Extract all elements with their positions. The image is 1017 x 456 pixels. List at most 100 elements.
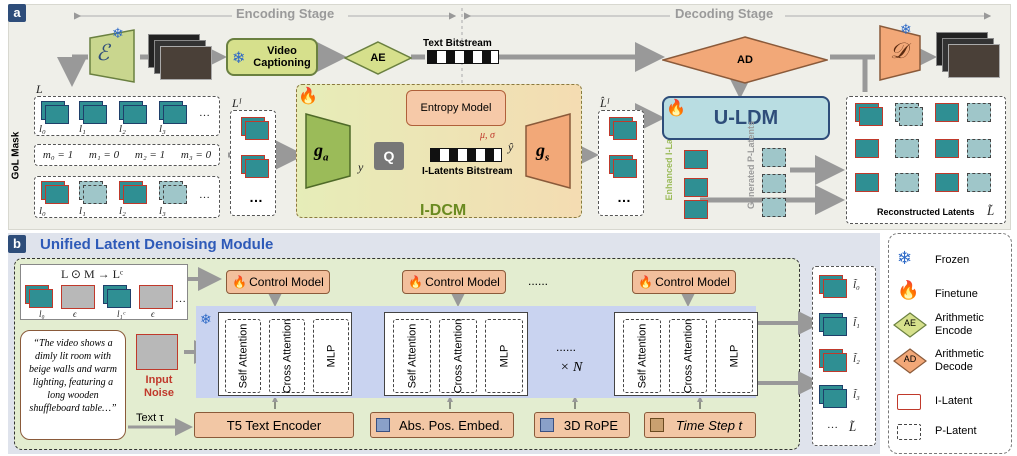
i-latent-tile (684, 150, 708, 169)
dots: ...... (556, 340, 577, 354)
gs-block (525, 113, 571, 189)
transformer-block-1: Self Attention Cross Attention MLP (218, 312, 352, 396)
mask-value-0: m₀ = 1 (42, 149, 74, 161)
i-latents-column: … (230, 110, 276, 216)
cross-attention: Cross Attention (269, 319, 305, 393)
entropy-model-box: Entropy Model (406, 90, 506, 126)
i-latent-tile (823, 279, 847, 298)
L-hat-label: L̂ᴵ (600, 96, 610, 110)
flame-icon: 🔥 (897, 280, 920, 300)
video-captioning-box: Video Captioning (226, 38, 318, 76)
flame-icon: 🔥 (666, 100, 686, 117)
decoder-block (879, 25, 921, 81)
i-latent-tile (684, 178, 708, 197)
idcm-label: I-DCM (420, 202, 467, 219)
ad-diamond-icon (893, 348, 927, 374)
latent-tile (45, 105, 69, 124)
ad-diamond (662, 36, 828, 84)
L-label: L (36, 82, 43, 96)
snowflake-icon: ❄ (232, 50, 246, 67)
dots: … (199, 189, 210, 201)
output-label-3: l̃₃ (853, 389, 860, 401)
latents-L-box: l₀ l₁ l₂ l₃ … (34, 96, 220, 136)
epsilon-label: ϵ (73, 309, 77, 319)
mlp: MLP (313, 319, 349, 393)
noise-tile (61, 285, 95, 309)
reconstructed-latents-box: Reconstructed Latents L̃ (846, 96, 1006, 224)
i-latent-tile (855, 173, 879, 192)
generated-p-latents-label: Generated P-Latents (746, 120, 756, 210)
p-latent-tile (895, 173, 919, 192)
dots: ...... (528, 274, 549, 288)
epsilon-label: ϵ (151, 309, 155, 319)
uldm-title: Unified Latent Denoising Module (40, 236, 274, 253)
cross-attention: Cross Attention (669, 319, 707, 393)
latent-label-2: l₂ (119, 123, 126, 135)
ga-symbol: ga (314, 140, 329, 164)
output-L-tilde: L̃ (849, 419, 857, 434)
noise-tile (139, 285, 173, 309)
latent-label-2: l₂ (119, 205, 126, 217)
dots: … (249, 189, 263, 205)
flame-icon: 🔥 (638, 275, 654, 289)
mlp: MLP (715, 319, 753, 393)
i-latent-tile (935, 139, 959, 158)
latent-label-3: l₃ (159, 205, 166, 217)
ad-label: AD (737, 54, 753, 66)
y-hat-label: ŷ (508, 140, 514, 154)
gol-mask-label-wrap: GoL Mask (6, 98, 28, 218)
gol-mask-label: GoL Mask (10, 131, 22, 180)
p-latent-tile (163, 185, 187, 204)
panel-b-tag: b (8, 235, 26, 253)
LI-label: Lᴵ (232, 96, 242, 110)
self-attention: Self Attention (225, 319, 261, 393)
input-label-l1c: l₁ᶜ (117, 309, 125, 319)
transformer-block-2: Self Attention Cross Attention MLP (384, 312, 528, 396)
L-tilde-label: L̃ (987, 203, 995, 218)
i-latent-tile (684, 200, 708, 219)
quantizer-box: Q (374, 142, 404, 170)
y-label: y (358, 160, 364, 174)
reconstructed-i-latents-column: … (598, 110, 644, 216)
times-n-label: × N (560, 360, 583, 375)
legend-arith-encode: Arithmetic Encode (935, 312, 984, 337)
masked-latents-box: l₀ l₁ l₂ l₃ … (34, 176, 220, 218)
mask-value-3: m₃ = 0 (180, 149, 212, 161)
self-attention: Self Attention (623, 319, 661, 393)
encoder-symbol: ℰ (96, 40, 110, 65)
legend-frozen: Frozen (935, 254, 970, 266)
mlp: MLP (485, 319, 523, 393)
input-noise-label: Input Noise (144, 374, 174, 399)
i-latent-swatch (897, 394, 921, 410)
output-latents-box: l̃₀ l̃₁ l̃₂ l̃₃ … L̃ (812, 266, 876, 446)
p-latent-tile (967, 139, 991, 158)
dots: … (827, 419, 838, 431)
snowflake-icon: ❄ (900, 23, 912, 38)
input-noise-image (136, 334, 178, 370)
flame-icon: 🔥 (408, 275, 424, 289)
input-label-l0: l₀ (39, 309, 45, 319)
encoder-block (89, 29, 135, 83)
latent-tile (123, 105, 147, 124)
ae-diamond-icon (893, 312, 927, 338)
i-latent-tile (855, 139, 879, 158)
i-latent-tile (123, 185, 147, 204)
snowflake-icon: ❄ (897, 248, 913, 268)
control-model-3: 🔥Control Model (632, 270, 736, 294)
latent-tile (163, 105, 187, 124)
legend-finetune: Finetune (935, 288, 978, 300)
output-video-frame (948, 44, 1000, 78)
conditioning-latents-box: L ⊙ M → Lᶜ l₀ ϵ l₁ᶜ ϵ … (20, 264, 188, 320)
i-latent-tile (935, 103, 959, 122)
cross-attention: Cross Attention (439, 319, 477, 393)
legend-ae-label: AE (903, 318, 916, 328)
p-latent-swatch (897, 424, 921, 440)
ae-diamond (344, 41, 412, 75)
latent-tile (83, 105, 107, 124)
i-latent-tile (245, 159, 269, 178)
p-latent-tile (762, 148, 786, 167)
reconstructed-latents-label: Reconstructed Latents (877, 207, 975, 217)
i-latent-tile (29, 289, 53, 308)
p-latent-tile (899, 107, 923, 126)
mask-value-1: m₁ = 0 (88, 149, 120, 161)
